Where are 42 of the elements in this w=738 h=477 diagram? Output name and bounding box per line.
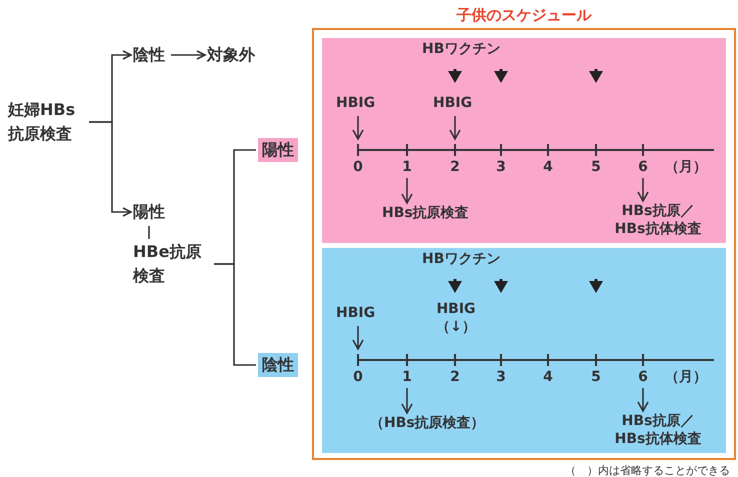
tick-label: 3 [495,368,507,386]
timeline-label: HBIG [336,304,376,322]
timeline-label: HBワクチン [422,40,500,58]
note-text: （ ）内は省略することができる [565,464,730,477]
timeline-label: HBIG [433,94,472,112]
tick-label: 4 [542,368,554,386]
result-tag: 陽性 [258,138,298,162]
connector-line [214,263,256,366]
tick-label: 0 [352,368,364,386]
tick-label: 1 [401,368,413,386]
connector-line [148,226,150,239]
result-tag: 陰性 [258,353,298,377]
result-label: 陰性 [133,43,165,67]
timeline-label: HBs抗原／HBs抗体検査 [608,202,708,238]
unit-label: （月） [665,368,707,386]
tick-label: 2 [449,368,461,386]
timeline-label: HBs抗原／HBs抗体検査 [608,412,708,448]
tick-label: 4 [542,158,554,176]
timeline-label: HBワクチン [422,250,500,268]
tick-label: 6 [637,158,649,176]
timeline-label: （↓） [435,318,477,336]
test-label: HBe抗原検査 [133,240,208,288]
tick-label: 0 [352,158,364,176]
tick-label: 5 [590,368,602,386]
frame-title: 子供のスケジュール [456,5,593,26]
arrow [89,121,132,217]
tick-label: 6 [637,368,649,386]
result-label: 対象外 [207,43,255,67]
tick-label: 2 [449,158,461,176]
timeline-label: HBs抗原検査 [382,204,469,222]
timeline-label: HBIG [336,94,376,112]
tick-label: 1 [401,158,413,176]
test-label: 妊婦HBs抗原検査 [8,98,83,146]
unit-label: （月） [665,158,707,176]
timeline-label: （HBs抗原検査） [370,414,485,432]
tick-label: 3 [495,158,507,176]
tick-label: 5 [590,158,602,176]
schedule-panel [322,38,726,243]
arrow [171,50,206,60]
result-label: 陽性 [133,200,165,224]
schedule-panel [322,248,726,453]
timeline-label: HBIG [435,300,477,318]
